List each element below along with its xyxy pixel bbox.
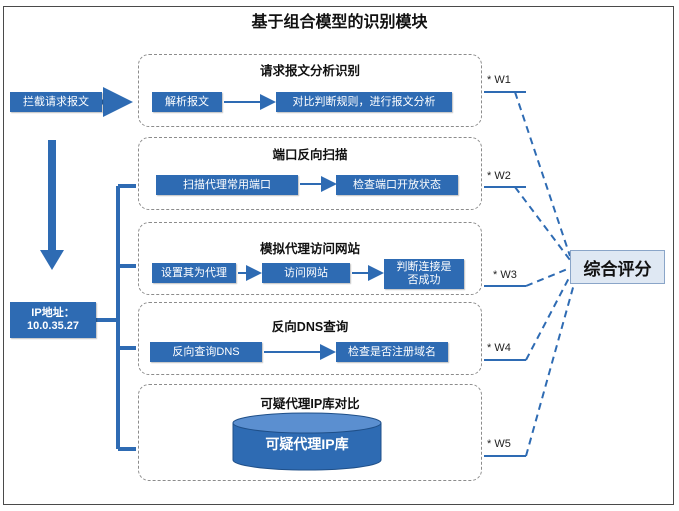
- set-proxy-box: 设置其为代理: [152, 263, 236, 283]
- check-domain-box: 检查是否注册域名: [336, 342, 448, 362]
- arrow-down-head: [40, 250, 64, 270]
- dash-w1: [514, 91, 571, 257]
- compare-rules-box: 对比判断规则，进行报文分析: [276, 92, 452, 112]
- parse-message-box: 解析报文: [152, 92, 222, 112]
- dash-w3: [525, 267, 571, 287]
- section-2-title: 端口反向扫描: [272, 148, 348, 162]
- section-3-title: 模拟代理访问网站: [259, 242, 360, 256]
- dash-w5: [525, 283, 575, 457]
- section-1-title: 请求报文分析识别: [259, 64, 360, 78]
- database-label: 可疑代理IP库: [265, 436, 349, 452]
- weight-w1: * W1: [487, 74, 511, 86]
- dash-w2: [514, 186, 571, 261]
- visit-website-box: 访问网站: [262, 263, 350, 283]
- weight-w4: * W4: [487, 342, 511, 354]
- section-1-frame: [138, 54, 482, 127]
- section-4-frame: [138, 302, 482, 375]
- check-port-status-box: 检查端口开放状态: [336, 175, 458, 195]
- weight-w2: * W2: [487, 170, 511, 182]
- weight-w3: * W3: [493, 269, 517, 281]
- section-2-frame: [138, 137, 482, 210]
- outer-frame: [3, 6, 674, 505]
- diagram-title: 基于组合模型的识别模块: [251, 14, 428, 31]
- section-4-title: 反向DNS查询: [271, 320, 349, 334]
- section-5-title: 可疑代理IP库对比: [260, 397, 360, 411]
- combined-score-box: 综合评分: [570, 250, 665, 284]
- ip-address-box: IP地址： 10.0.35.27: [10, 302, 96, 338]
- weight-w5: * W5: [487, 438, 511, 450]
- database-cylinder: [232, 412, 382, 471]
- scan-ports-box: 扫描代理常用端口: [156, 175, 298, 195]
- dash-w4: [525, 275, 571, 361]
- intercept-request-box: 拦截请求报文: [10, 92, 102, 112]
- reverse-dns-box: 反向查询DNS: [150, 342, 262, 362]
- check-connection-box: 判断连接是否成功: [384, 259, 464, 289]
